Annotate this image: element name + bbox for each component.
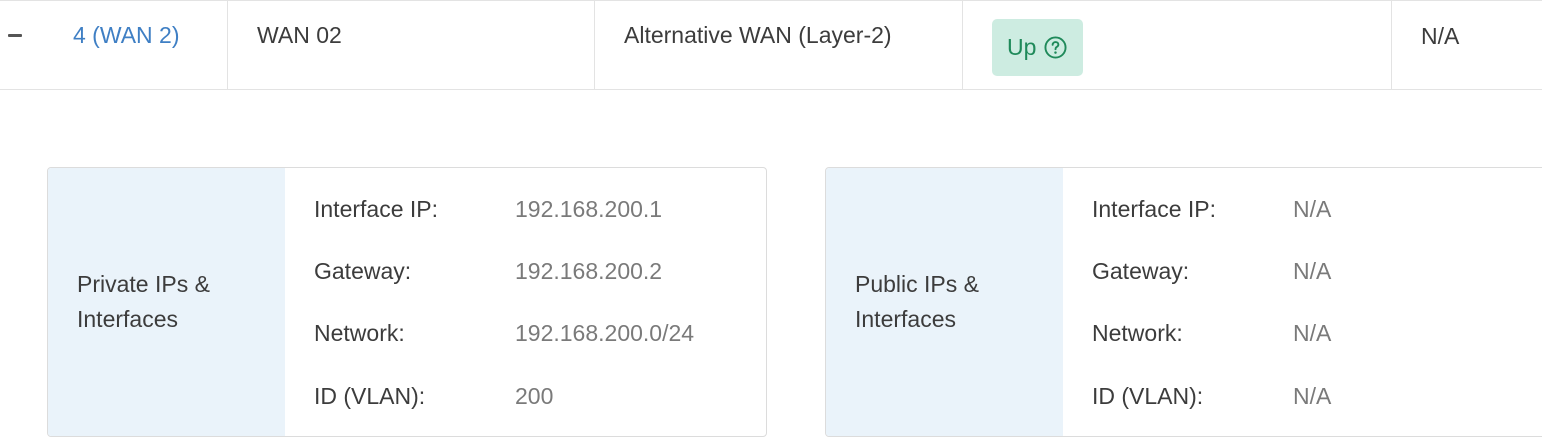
interface-ip-value: 192.168.200.1 — [515, 196, 663, 222]
collapse-row-button[interactable] — [0, 17, 40, 57]
field-label: ID (VLAN): — [314, 383, 426, 409]
field-label: Network: — [314, 320, 405, 346]
column-divider — [1391, 1, 1392, 89]
field-label: Interface IP: — [314, 196, 439, 222]
field-label: Gateway: — [314, 258, 412, 284]
minus-icon — [8, 34, 22, 37]
status-label: Up — [1007, 34, 1037, 60]
field-label: ID (VLAN): — [1092, 383, 1204, 409]
column-divider — [962, 1, 963, 89]
field-label: Gateway: — [1092, 258, 1190, 284]
column-divider — [227, 1, 228, 89]
field-label: Network: — [1092, 320, 1183, 346]
interface-ip-value: N/A — [1293, 196, 1332, 222]
port-link[interactable]: 4 (WAN 2) — [73, 22, 180, 48]
panel-title-text: Private IPs & Interfaces — [77, 271, 210, 332]
public-ips-panel: Public IPs & Interfaces Interface IP: N/… — [825, 167, 1542, 437]
network-value: 192.168.200.0/24 — [515, 320, 695, 346]
name-cell: WAN 02 — [257, 22, 342, 48]
gateway-value: N/A — [1293, 258, 1332, 284]
vlan-id-value: N/A — [1293, 383, 1332, 409]
gateway-value: 192.168.200.2 — [515, 258, 663, 284]
private-ips-panel: Private IPs & Interfaces Interface IP: 1… — [47, 167, 767, 437]
type-cell: Alternative WAN (Layer-2) — [624, 22, 892, 48]
public-ips-panel-title: Public IPs & Interfaces — [826, 168, 1063, 436]
field-label: Interface IP: — [1092, 196, 1217, 222]
private-ips-panel-title: Private IPs & Interfaces — [48, 168, 285, 436]
status-badge: Up — [992, 19, 1083, 76]
network-value: N/A — [1293, 320, 1332, 346]
panel-title-text: Public IPs & Interfaces — [855, 271, 979, 332]
table-row-wan2: 4 (WAN 2) WAN 02 Alternative WAN (Layer-… — [0, 0, 1542, 90]
port-cell: 4 (WAN 2) — [73, 1, 180, 89]
question-circle-icon[interactable] — [1044, 36, 1067, 59]
column-divider — [594, 1, 595, 89]
last-cell: N/A — [1421, 23, 1460, 49]
vlan-id-value: 200 — [515, 383, 554, 409]
